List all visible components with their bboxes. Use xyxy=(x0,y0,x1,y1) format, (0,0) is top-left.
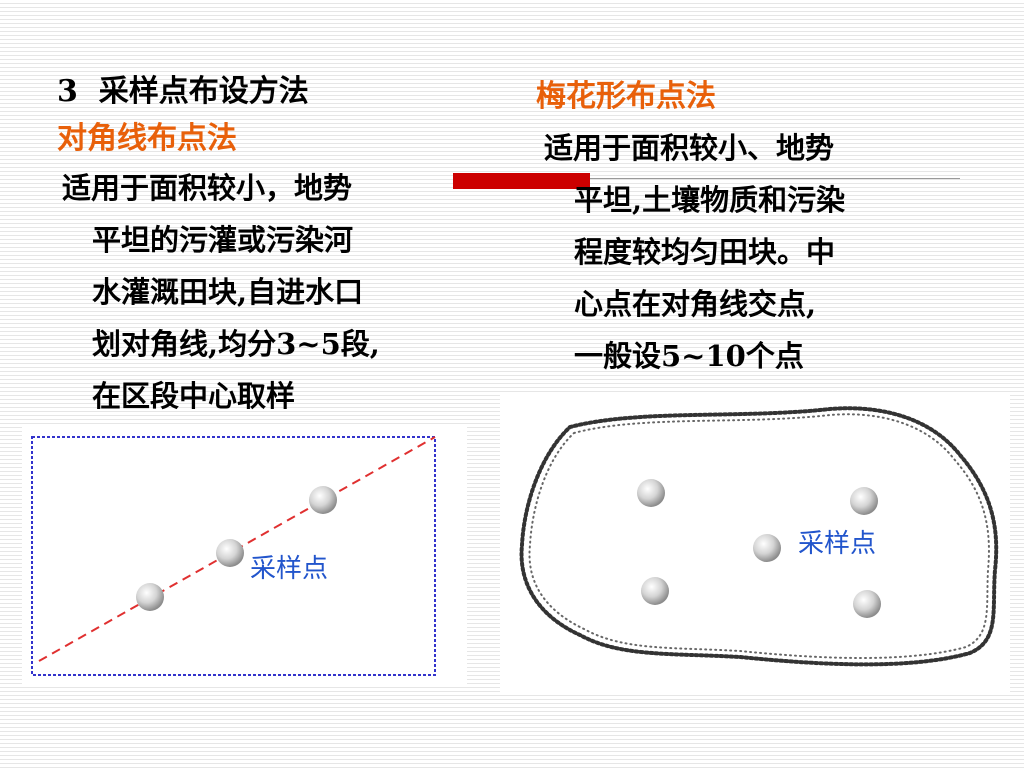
right-description: 适用于面积较小、地势 平坦,土壤物质和污染 程度较均匀田块。中 心点在对角线交点… xyxy=(544,122,984,382)
right-method-title: 梅花形布点法 xyxy=(536,79,716,114)
field-outline-inner xyxy=(528,413,990,659)
left-line-3: 水灌溉田块,自进水口 xyxy=(92,275,364,309)
left-line-5: 在区段中心取样 xyxy=(92,379,296,413)
sample-point xyxy=(753,534,781,562)
sample-point xyxy=(850,487,878,515)
sample-point-label: 采样点 xyxy=(798,529,876,559)
sample-point xyxy=(309,486,337,514)
right-line-2: 平坦,土壤物质和污染 xyxy=(574,183,846,217)
accent-thin-line xyxy=(590,178,960,179)
left-description: 适用于面积较小，地势 平坦的污灌或污染河 水灌溉田块,自进水口 划对角线,均分3… xyxy=(62,162,492,422)
sample-point-label: 采样点 xyxy=(250,554,328,584)
field-border xyxy=(31,436,436,676)
field-outline xyxy=(519,406,999,667)
diagonal-figure: 采样点 xyxy=(22,425,467,687)
right-line-1: 适用于面积较小、地势 xyxy=(544,131,835,165)
sample-point xyxy=(216,539,244,567)
left-line-4: 划对角线,均分3~5段, xyxy=(92,327,380,361)
section-heading: 3 采样点布设方法 xyxy=(57,74,309,109)
left-line-1: 适用于面积较小，地势 xyxy=(62,171,353,205)
sample-point xyxy=(641,577,669,605)
sample-point xyxy=(637,479,665,507)
diagonal-figure-svg: 采样点 xyxy=(31,436,436,676)
accent-red-bar xyxy=(453,173,590,189)
left-method-title: 对角线布点法 xyxy=(57,121,237,156)
right-line-4: 心点在对角线交点, xyxy=(574,287,817,321)
right-line-3: 程度较均匀田块。中 xyxy=(574,235,836,269)
plum-figure: 采样点 xyxy=(500,395,1010,695)
sample-point xyxy=(136,583,164,611)
plum-figure-svg: 采样点 xyxy=(519,406,999,667)
left-line-2: 平坦的污灌或污染河 xyxy=(92,223,354,257)
right-line-5: 一般设5~10个点 xyxy=(574,339,804,373)
sample-point xyxy=(853,590,881,618)
